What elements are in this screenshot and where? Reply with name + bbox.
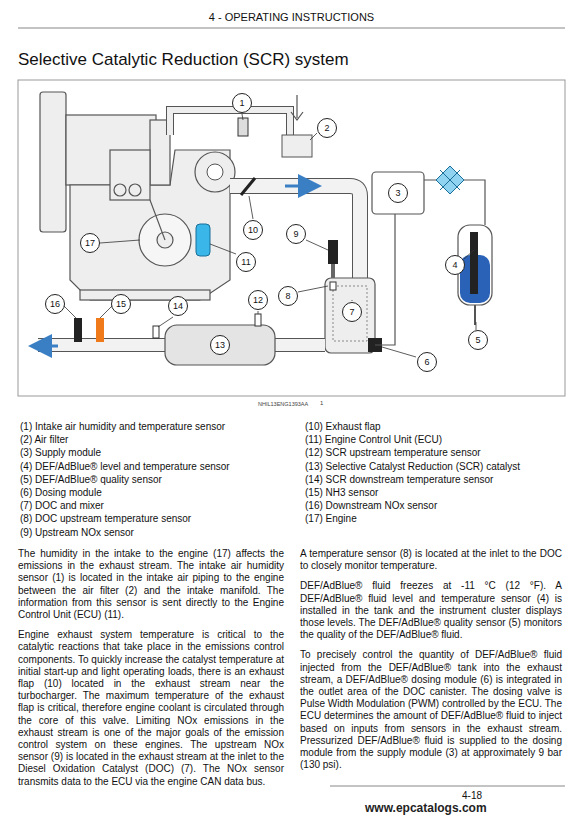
callout-circle: 7 [342, 302, 362, 322]
callout-number: 12 [253, 296, 263, 305]
callout-circle: 12 [248, 290, 268, 310]
callout-circle: 4 [445, 255, 465, 275]
callout-number: 3 [395, 189, 400, 198]
parts-list-item: (13) Selective Catalyst Reduction (SCR) … [305, 461, 576, 472]
callout-number: 16 [50, 300, 60, 309]
callout-number: 10 [248, 226, 258, 235]
callout-circle: 13 [210, 335, 230, 355]
body-paragraph: The humidity in the intake to the engine… [18, 548, 284, 621]
figure-code: NHIL13ENG1393AA [258, 401, 308, 407]
callout-circle: 3 [388, 183, 408, 203]
callout-number: 17 [85, 239, 95, 248]
parts-list-item: (2) Air filter [20, 434, 295, 445]
figure-number: 1 [320, 400, 323, 406]
callout-number: 4 [452, 261, 457, 270]
callout-number: 1 [239, 99, 244, 108]
callout-number: 15 [116, 300, 126, 309]
parts-list-item: (17) Engine [305, 513, 576, 524]
parts-list-item: (12) SCR upstream temperature sensor [305, 447, 576, 458]
callout-circle: 9 [286, 224, 306, 244]
callout-number: 6 [424, 358, 429, 367]
parts-list-item: (15) NH3 sensor [305, 487, 576, 498]
parts-list-item: (9) Upstream NOx sensor [20, 527, 295, 538]
callout-circle: 5 [468, 330, 488, 350]
parts-list-item: (11) Engine Control Unit (ECU) [305, 434, 576, 445]
callout-number: 9 [293, 230, 298, 239]
page-number: 4-18 [462, 790, 482, 801]
parts-list-item: (4) DEF/AdBlue® level and temperature se… [20, 461, 295, 472]
callout-circle: 15 [111, 294, 131, 314]
callout-number: 8 [285, 292, 290, 301]
body-paragraph: DEF/AdBlue® fluid freezes at -11 °C (12 … [300, 580, 562, 641]
callout-circle: 1 [232, 93, 252, 113]
callout-circle: 10 [243, 220, 263, 240]
parts-list-item: (1) Intake air humidity and temperature … [20, 421, 295, 432]
callout-circle: 2 [317, 118, 337, 138]
parts-list-item: (8) DOC upstream temperature sensor [20, 513, 295, 524]
callout-circle: 11 [236, 252, 256, 272]
callout-circle: 17 [80, 233, 100, 253]
body-paragraph: Engine exhaust system temperature is cri… [18, 629, 284, 788]
parts-list-item: (16) Downstream NOx sensor [305, 500, 576, 511]
callout-number: 11 [241, 258, 250, 267]
body-paragraph: To precisely control the quantity of DEF… [300, 649, 562, 771]
callout-number: 7 [349, 308, 354, 317]
body-paragraph: A temperature sensor (8) is located at t… [300, 548, 562, 572]
parts-list-item: (7) DOC and mixer [20, 500, 295, 511]
callout-number: 5 [475, 336, 480, 345]
parts-list-item: (10) Exhaust flap [305, 421, 576, 432]
parts-list-item: (6) Dosing module [20, 487, 295, 498]
callout-circle: 8 [278, 286, 298, 306]
parts-list-item: (3) Supply module [20, 447, 295, 458]
page-header: 4 - OPERATING INSTRUCTIONS [18, 11, 565, 23]
callout-number: 14 [173, 302, 183, 311]
watermark: www.epcatalogs.com [365, 801, 487, 815]
callout-circle: 16 [45, 294, 65, 314]
parts-list-item: (14) SCR downstream temperature sensor [305, 474, 576, 485]
callout-circle: 6 [417, 352, 437, 372]
parts-list-item: (5) DEF/AdBlue® quality sensor [20, 474, 295, 485]
callout-number: 13 [215, 341, 225, 350]
callout-circle: 14 [168, 296, 188, 316]
page-title: Selective Catalytic Reduction (SCR) syst… [18, 50, 349, 70]
callout-number: 2 [324, 124, 329, 133]
